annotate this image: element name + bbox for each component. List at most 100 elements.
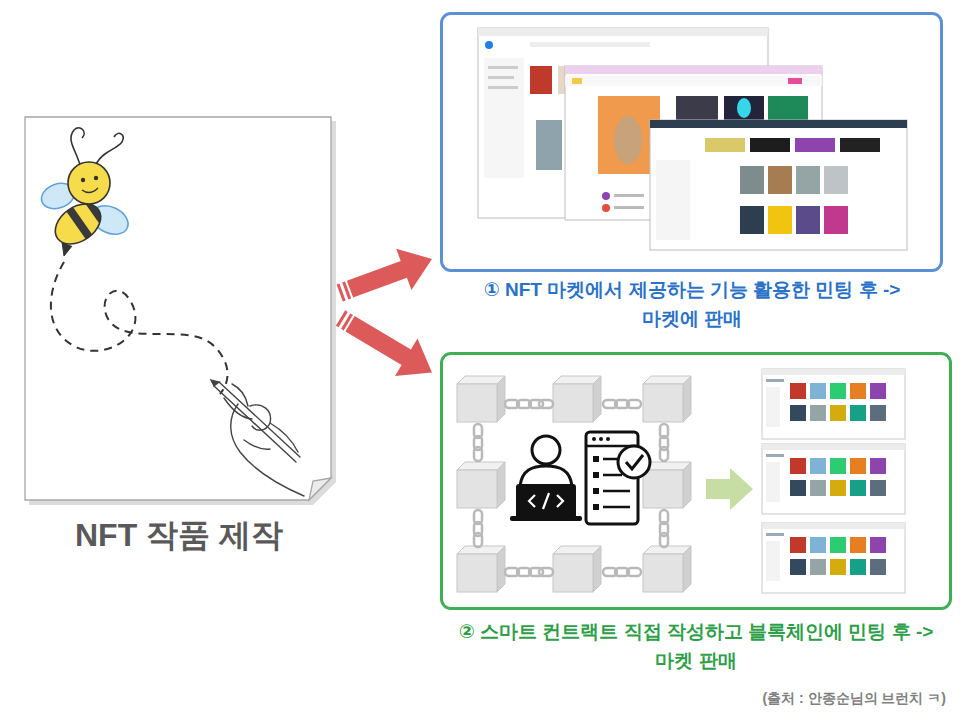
market-screenshot xyxy=(796,166,820,194)
market-screenshot xyxy=(478,28,768,36)
developer-icon xyxy=(510,436,582,521)
chain xyxy=(539,568,553,576)
developer-icon xyxy=(529,493,563,509)
block-arrow xyxy=(347,249,432,298)
hand-drawing xyxy=(214,386,296,462)
market-screenshot xyxy=(796,206,820,234)
arrow-tail-stripe xyxy=(336,310,348,327)
market-screenshot xyxy=(737,98,751,118)
market-screenshot xyxy=(488,76,514,79)
contract-document xyxy=(603,506,630,509)
market-screenshot xyxy=(750,138,790,152)
market-screenshot xyxy=(740,166,764,194)
market-screenshot xyxy=(740,206,764,234)
hand-drawing xyxy=(244,440,270,449)
blockchain-cubes xyxy=(643,376,691,422)
chain xyxy=(627,568,641,576)
box-frame xyxy=(440,352,952,610)
contract-document xyxy=(618,446,650,478)
contract-document xyxy=(593,472,599,478)
chain xyxy=(627,400,641,408)
paper-sheet xyxy=(25,117,336,505)
box-frame xyxy=(440,12,943,272)
market-screenshot xyxy=(768,206,792,234)
market-screenshot xyxy=(650,120,907,128)
connector-arrow xyxy=(336,310,432,376)
market-screenshot xyxy=(840,138,880,152)
bee-doodle xyxy=(94,176,98,180)
hand-drawing xyxy=(232,384,248,406)
flow-arrow xyxy=(706,468,753,510)
blockchain-cubes xyxy=(457,376,505,422)
contract-document xyxy=(603,458,618,461)
chain xyxy=(474,447,482,461)
contract-document xyxy=(593,504,599,510)
connector-arrow xyxy=(337,249,432,302)
chain xyxy=(474,400,668,576)
hand-drawing xyxy=(231,404,304,496)
chain xyxy=(474,533,482,547)
market-screenshot xyxy=(824,206,848,234)
bee-doodle xyxy=(48,196,108,253)
chain xyxy=(539,400,553,408)
contract-document xyxy=(603,490,630,493)
contract-document xyxy=(593,488,599,494)
contract-document xyxy=(599,437,603,441)
market-screenshot xyxy=(602,192,610,200)
bee-doodle xyxy=(48,196,108,253)
blockchain-cubes xyxy=(553,546,601,592)
market-screenshot xyxy=(824,166,848,194)
market-screenshot xyxy=(488,66,518,69)
market-screenshot xyxy=(565,76,822,86)
market-screenshots xyxy=(762,523,905,593)
contract-document xyxy=(593,456,599,462)
market-screenshot xyxy=(705,138,745,152)
node-caption: NFT 작품 제작 xyxy=(22,510,336,560)
market-screenshot xyxy=(488,86,518,89)
market-screenshot xyxy=(676,96,718,122)
blockchain-cubes xyxy=(553,376,601,422)
market-screenshots xyxy=(762,369,905,439)
contract-document xyxy=(603,474,622,477)
chain xyxy=(660,447,668,461)
blockchain-cubes xyxy=(457,546,505,592)
contract-document xyxy=(626,455,643,469)
bee-doodle xyxy=(68,162,110,204)
developer-icon xyxy=(532,436,560,464)
market-screenshots xyxy=(762,369,905,593)
market-screenshot xyxy=(536,120,562,170)
market-screenshot xyxy=(565,66,822,74)
paper-outline xyxy=(22,112,336,504)
market-screenshot xyxy=(795,138,835,152)
bee-doodle xyxy=(71,128,84,165)
node-caption: ② 스마트 컨트랙트 직접 작성하고 블록체인에 민팅 후 -> 마켓 판매 xyxy=(458,617,934,675)
paper-sheet xyxy=(25,117,331,500)
developer-icon xyxy=(516,484,576,518)
market-screenshot xyxy=(484,58,524,178)
paper-fold xyxy=(309,478,331,500)
market-screenshot xyxy=(768,96,808,122)
bee-doodle xyxy=(81,178,85,182)
market-screenshot xyxy=(614,194,644,197)
developer-icon xyxy=(520,466,572,486)
market-screenshot xyxy=(572,78,582,84)
source-note: (출처 : 안종순님의 브런치 ㅋ) xyxy=(762,690,946,708)
bee-doodle xyxy=(96,133,123,164)
market-screenshot xyxy=(530,42,650,47)
chain xyxy=(660,533,668,547)
market-screenshot xyxy=(530,66,552,94)
market-screenshots xyxy=(762,444,905,514)
paper-node: NFT 작품 제작 xyxy=(22,112,336,564)
blockchain-cubes xyxy=(457,462,505,508)
process-box: ① NFT 마켓에서 제공하는 기능 활용한 민팅 후 -> 마켓에 판매 xyxy=(440,12,943,342)
hand-drawing xyxy=(250,405,270,430)
market-screenshot xyxy=(650,120,907,250)
hand-drawing xyxy=(270,423,298,452)
market-screenshot xyxy=(768,166,792,194)
contract-document xyxy=(586,432,650,524)
block-arrow xyxy=(345,316,432,376)
blockchain-cubes xyxy=(457,376,691,592)
hand-drawing xyxy=(211,380,304,496)
node-caption: ① NFT 마켓에서 제공하는 기능 활용한 민팅 후 -> 마켓에 판매 xyxy=(477,275,907,333)
